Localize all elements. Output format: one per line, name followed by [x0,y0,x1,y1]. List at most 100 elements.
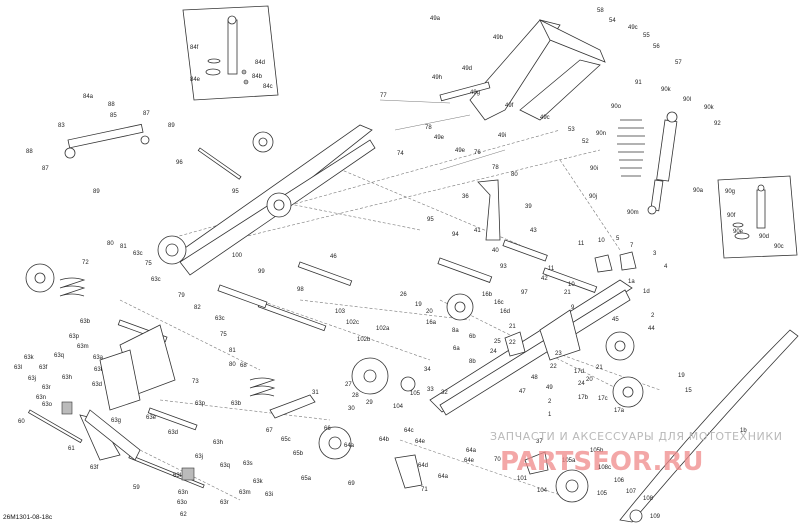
callout-1a: 1a [628,279,635,285]
callout-61: 61 [68,446,75,452]
callout-81: 81 [229,348,236,354]
callout-63c: 63c [151,277,161,283]
callout-59: 59 [133,485,140,491]
callout-105b: 105b [590,448,604,454]
callout-63d: 63d [92,382,102,388]
callout-63o: 63o [42,402,53,408]
callout-95: 95 [427,217,434,223]
callout-63e: 63e [146,415,157,421]
idler-wheels [25,263,644,523]
callout-63a: 63a [93,355,104,361]
callout-96: 96 [176,160,183,166]
callout-99: 99 [258,269,265,275]
callout-49f: 49f [505,103,514,109]
callout-20: 20 [586,377,593,383]
callout-28: 28 [352,393,359,399]
callout-89: 89 [93,189,100,195]
callout-10: 10 [598,238,605,244]
callout-69: 69 [348,481,355,487]
watermark-brand-b: FOR.RU [592,447,703,477]
callout-48: 48 [531,375,538,381]
callout-64e: 64e [415,439,426,445]
callout-102b: 102b [357,337,371,343]
callout-16b: 16b [482,292,493,298]
callout-60: 60 [18,419,25,425]
front-arm-assembly [379,19,606,171]
callout-45: 45 [612,317,619,323]
callout-73: 73 [192,379,199,385]
callout-21: 21 [509,324,516,330]
callout-20: 20 [426,309,433,315]
rear-shock [647,111,678,215]
callout-21: 21 [596,365,603,371]
callout-97: 97 [521,290,528,296]
callout-17c: 17c [598,396,608,402]
callout-16a: 16a [426,320,437,326]
callout-22: 22 [509,340,516,346]
watermark-text: ЗАПЧАСТИ И АКСЕССУАРЫ ДЛЯ МОТОТЕХНИКИ [490,430,783,443]
callout-29: 29 [366,400,373,406]
callout-84c: 84c [263,84,273,90]
callout-94: 94 [452,232,459,238]
springs [59,119,645,397]
callout-17d: 17d [574,369,584,375]
callout-63b: 63b [80,319,91,325]
callout-56: 56 [653,44,660,50]
callout-24: 24 [490,349,497,355]
callout-105: 105 [597,491,608,497]
callout-49i: 49i [498,133,506,139]
callout-65c: 65c [281,437,291,443]
callout-25: 25 [494,339,501,345]
callout-105a: 105a [562,458,576,464]
callout-30: 30 [348,406,355,412]
callout-92: 92 [714,121,721,127]
callout-21: 21 [564,290,571,296]
callout-75: 75 [220,332,227,338]
callout-101: 101 [517,476,528,482]
callout-90g: 90g [725,189,735,195]
callout-49h: 49h [432,75,442,81]
callout-64e: 64e [464,458,475,464]
callout-44: 44 [648,326,655,332]
callout-90l: 90l [683,97,691,103]
callout-63c: 63c [133,251,143,257]
callout-67: 67 [266,428,273,434]
callout-8a: 8a [452,328,459,334]
callout-49e: 49e [455,148,466,154]
callout-24: 24 [578,381,585,387]
front-shock [64,123,150,159]
callout-90k: 90k [661,87,672,93]
callout-8b: 8b [469,359,476,365]
callout-37: 37 [536,439,543,445]
callout-63n: 63n [178,490,188,496]
callout-49b: 49b [493,35,504,41]
right-slide-rail [429,279,633,416]
callout-102a: 102a [376,326,390,332]
callout-103: 103 [335,309,346,315]
callout-84f: 84f [190,45,199,51]
callout-19: 19 [678,373,685,379]
callout-66: 66 [324,426,331,432]
callout-1d: 1d [643,289,650,295]
callout-63h: 63h [213,440,223,446]
callout-7: 7 [630,243,634,249]
callout-88: 88 [108,102,115,108]
callout-64c: 64c [404,428,414,434]
callout-70: 70 [494,457,501,463]
callout-63m: 63m [77,344,89,350]
callout-63q: 63q [220,463,230,469]
callout-106: 106 [614,478,625,484]
callout-49c: 49c [540,115,550,121]
callout-52: 52 [582,139,589,145]
callout-90m: 90m [627,210,639,216]
callout-107: 107 [626,489,637,495]
callout-23: 23 [555,351,562,357]
callout-90c: 90c [774,244,784,250]
callout-90o: 90o [611,104,622,110]
callout-6b: 6b [469,334,476,340]
callout-90f: 90f [727,213,736,219]
callout-40: 40 [492,248,499,254]
callout-90k: 90k [704,105,715,111]
callout-104: 104 [393,404,404,410]
brackets [269,179,637,489]
